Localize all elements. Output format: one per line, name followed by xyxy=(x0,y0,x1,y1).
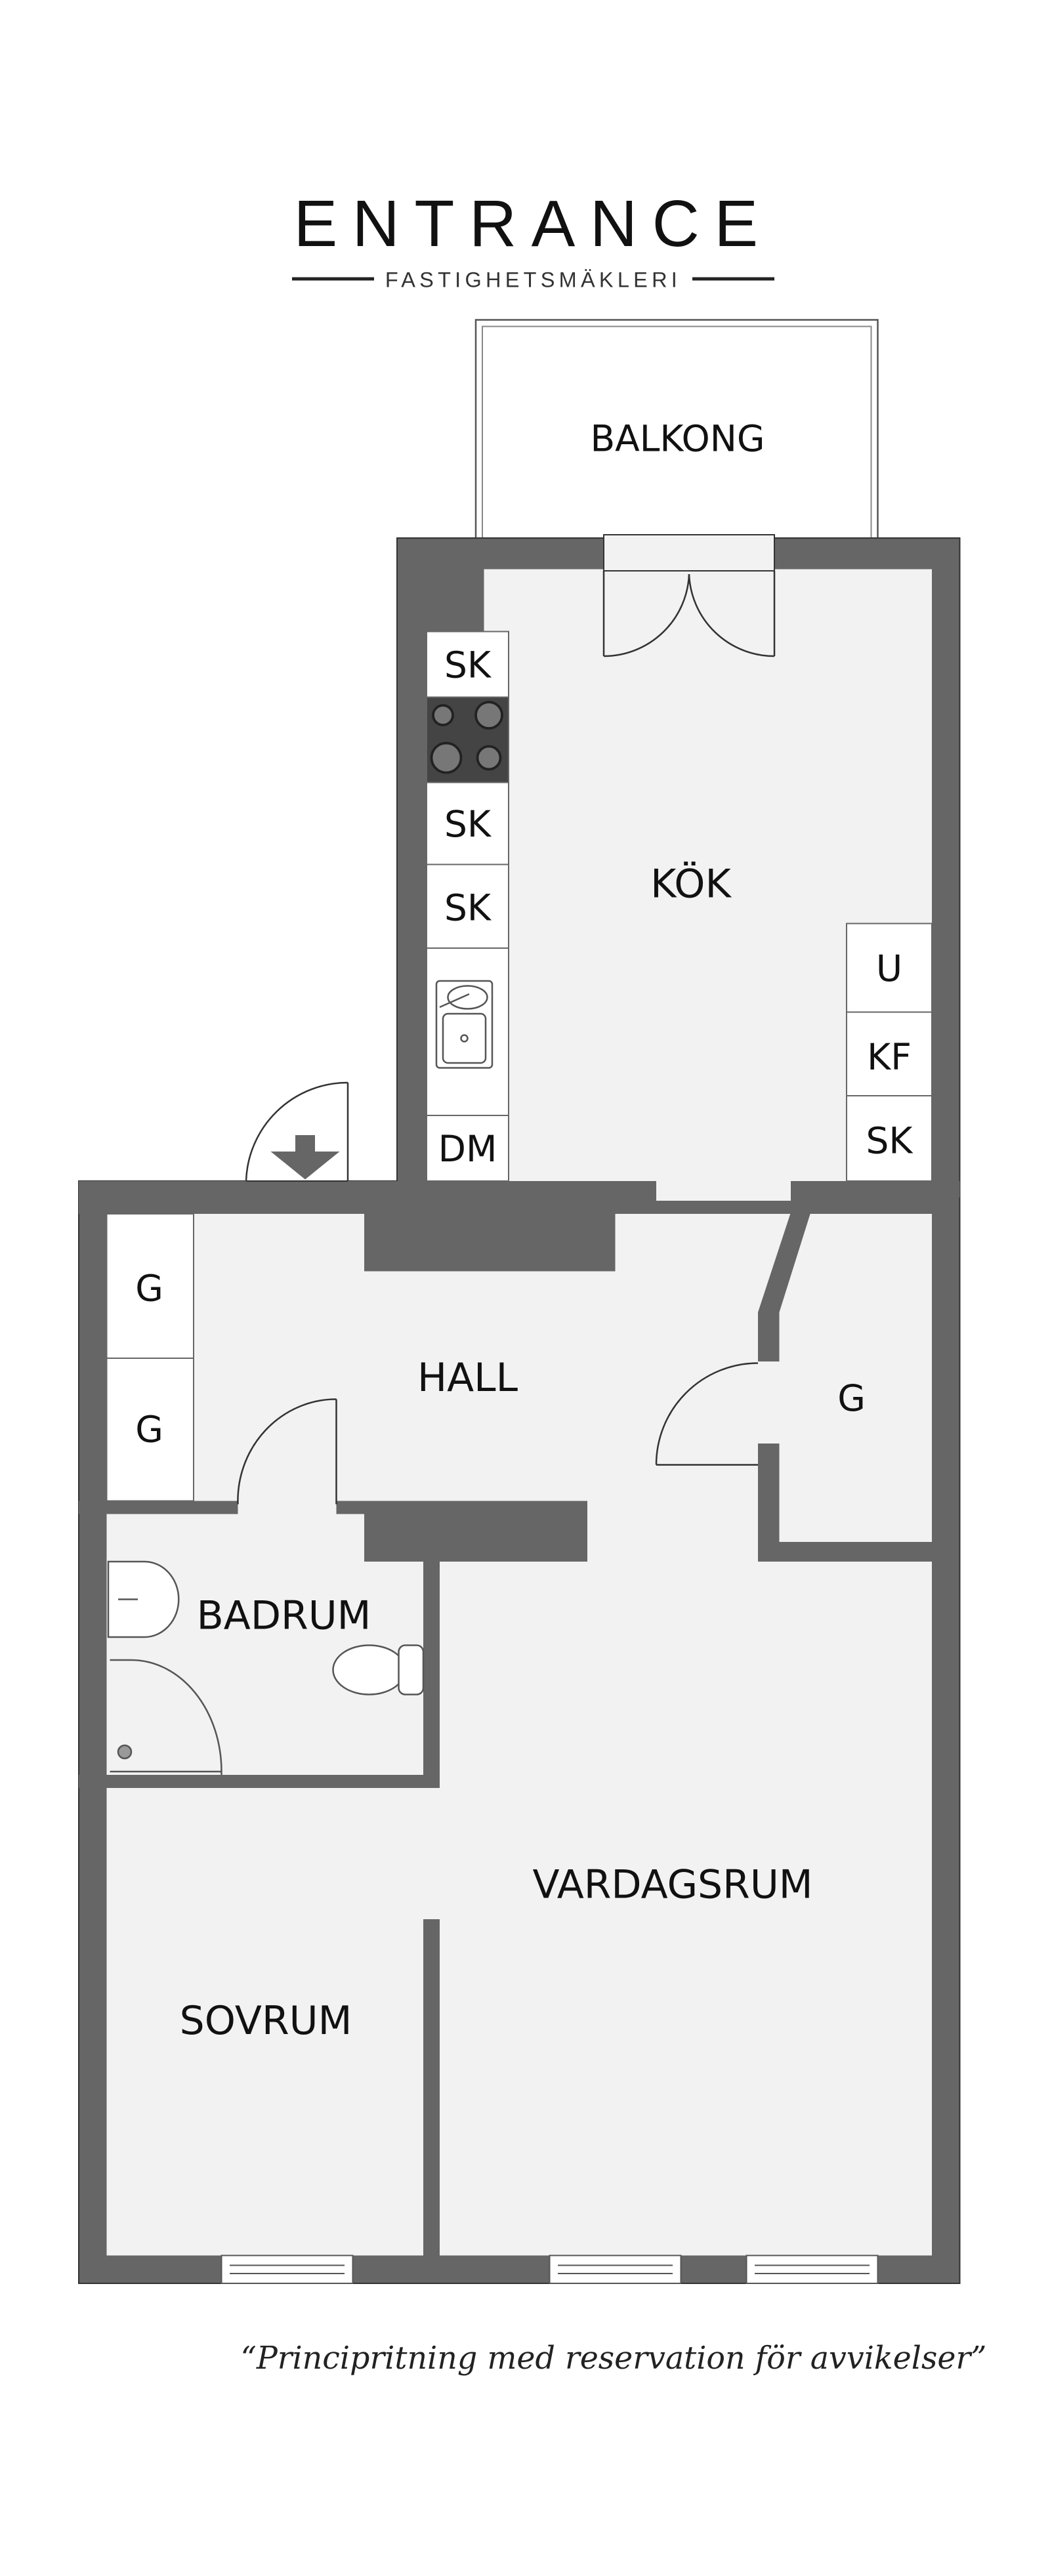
bathroom-door[interactable] xyxy=(237,1398,337,1505)
logo: ENTRANCE FASTIGHETSMÄKLERI xyxy=(292,187,774,292)
logo-name: ENTRANCE xyxy=(293,187,772,260)
disclaimer-caption: “Principritning med reservation för avvi… xyxy=(241,2340,987,2377)
sink-icon xyxy=(435,980,494,1069)
interior-walls xyxy=(79,1181,960,2264)
window xyxy=(220,2254,354,2284)
main-floor xyxy=(106,1214,933,2256)
balcony: BALKONG xyxy=(474,319,879,543)
room-label-kitchen: KÖK xyxy=(650,861,732,907)
kitchen-right-counter xyxy=(845,923,933,1182)
cabinet-label: SK xyxy=(866,1120,914,1162)
cabinet-label: SK xyxy=(444,803,492,845)
dishwasher-label: DM xyxy=(438,1128,497,1170)
stove-burners xyxy=(430,701,503,774)
room-label-bathroom: BADRUM xyxy=(197,1593,371,1639)
oven-label: U xyxy=(876,947,902,989)
washbasin-icon xyxy=(107,1560,180,1638)
windows xyxy=(220,2254,879,2284)
cabinet-label: SK xyxy=(444,644,492,686)
fridge-freezer-label: KF xyxy=(867,1036,912,1078)
logo-tagline: FASTIGHETSMÄKLERI xyxy=(385,268,681,292)
hall-closets xyxy=(106,1213,195,1502)
closet-door[interactable] xyxy=(655,1362,759,1466)
room-label-bedroom: SOVRUM xyxy=(180,1998,352,2044)
closet-label: G xyxy=(135,1268,163,1310)
room-label-hall: HALL xyxy=(417,1355,518,1401)
balcony-double-door[interactable] xyxy=(602,533,776,657)
cabinet-label: SK xyxy=(444,887,492,929)
entrance-arrow-icon xyxy=(270,1135,340,1180)
closet-label: G xyxy=(135,1409,163,1451)
room-label-balcony: BALKONG xyxy=(590,418,765,460)
window xyxy=(549,2254,682,2284)
entrance-door[interactable] xyxy=(245,1081,349,1182)
shower-icon xyxy=(110,1659,222,1775)
toilet-icon xyxy=(332,1644,425,1695)
room-label-living-room: VARDAGSRUM xyxy=(532,1862,812,1908)
window xyxy=(746,2254,879,2284)
closet-label: G xyxy=(837,1377,866,1419)
